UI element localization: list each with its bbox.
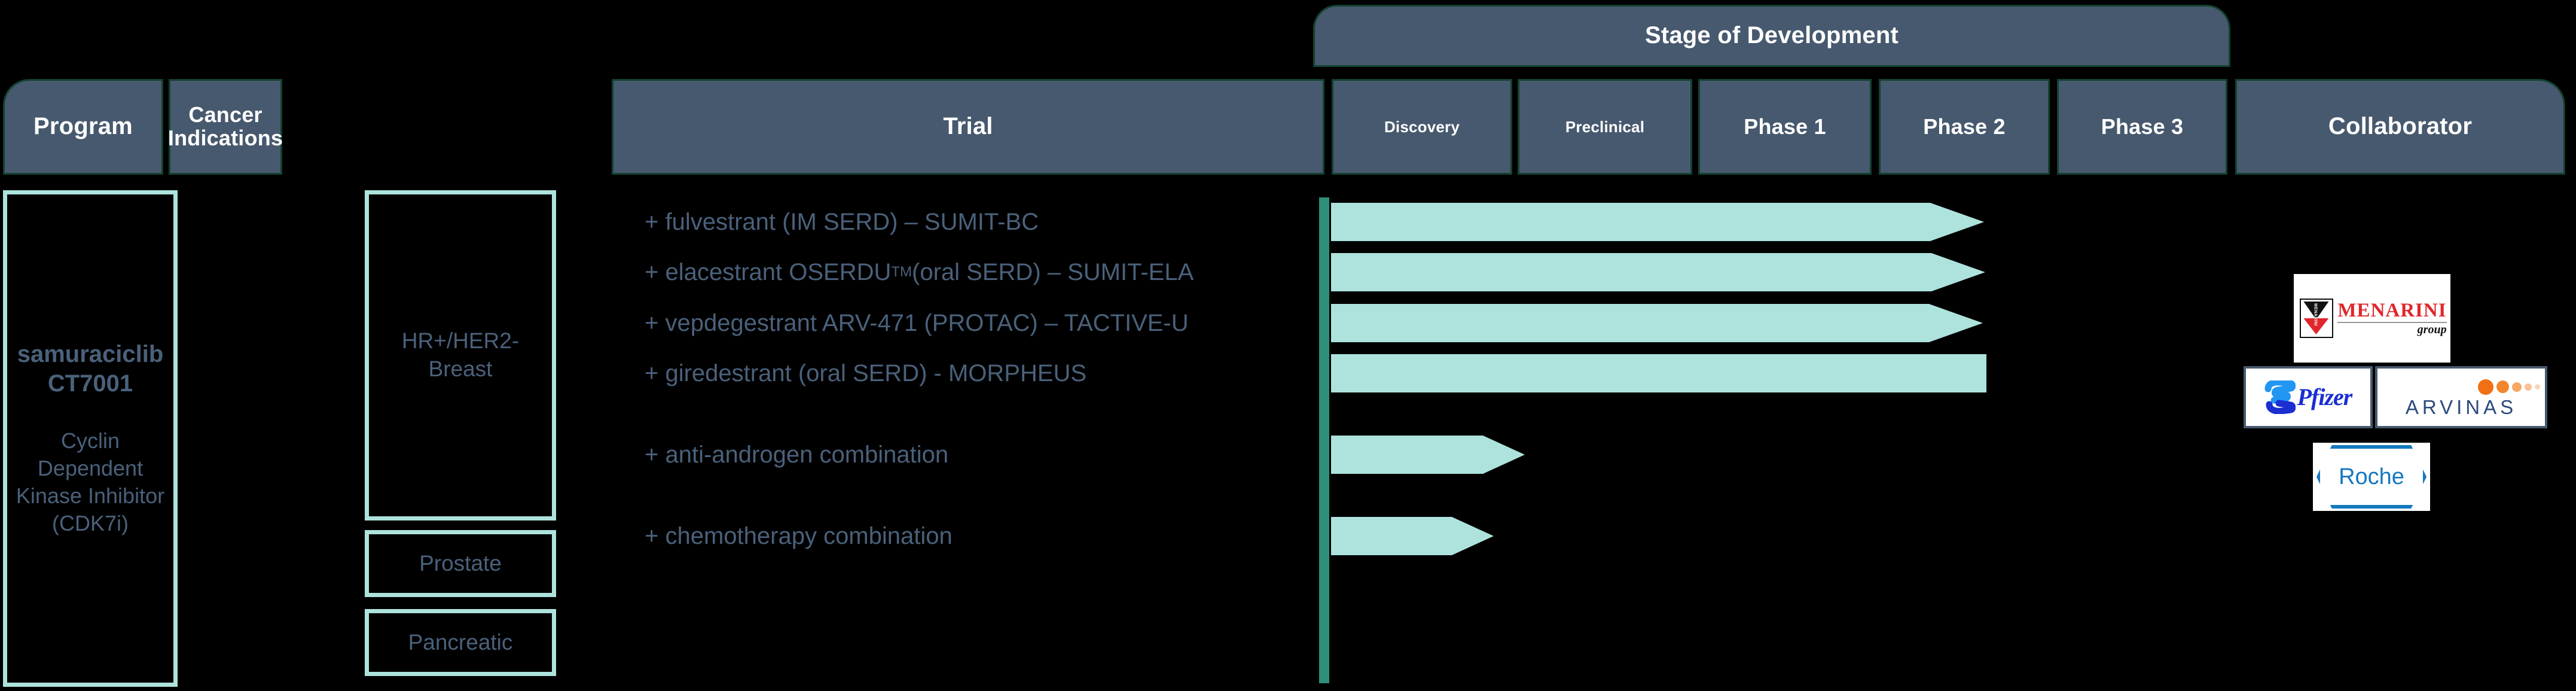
- program-name-line1: samuraciclib: [17, 341, 164, 368]
- header-stage-of-development: Stage of Development: [1313, 5, 2230, 67]
- trial-label-4-text: + giredestrant (oral SERD) - MORPHEUS: [645, 360, 1087, 386]
- trial-label-2-text: + elacestrant OSERDU: [645, 258, 892, 285]
- pfizer-wordmark: Pfizer: [2297, 383, 2353, 410]
- trial-label-3: + vepdegestrant ARV-471 (PROTAC) – TACTI…: [645, 304, 1189, 342]
- progress-bar-1: [1331, 203, 1984, 241]
- program-description-line3: (CDK7i): [51, 510, 129, 535]
- menarini-mark-icon: MENARINI: [2300, 299, 2334, 338]
- logo-arvinas: ARVINAS: [2375, 366, 2547, 428]
- trial-label-2-suffix: (oral SERD) – SUMIT-ELA: [912, 258, 1194, 285]
- indication-prostate-label: Prostate: [419, 551, 502, 576]
- pfizer-mark-icon: [2264, 379, 2296, 415]
- header-phase-2: Phase 2: [1879, 79, 2050, 175]
- trial-label-1-text: + fulvestrant (IM SERD) – SUMIT-BC: [645, 208, 1039, 235]
- program-cell: samuraciclib CT7001 Cyclin Dependent Kin…: [3, 190, 178, 687]
- menarini-mark-text: MENARINI: [2313, 303, 2318, 326]
- trial-label-5-text: + anti-androgen combination: [645, 441, 949, 468]
- menarini-wordmark: MENARINI: [2337, 300, 2447, 321]
- indication-pancreatic-label: Pancreatic: [408, 630, 513, 655]
- trial-label-6-text: + chemotherapy combination: [645, 522, 953, 549]
- trial-label-3-text: + vepdegestrant ARV-471 (PROTAC) – TACTI…: [645, 309, 1189, 336]
- program-description-line2: Kinase Inhibitor: [16, 483, 165, 508]
- trial-label-6: + chemotherapy combination: [645, 517, 953, 555]
- program-description-line1: Cyclin Dependent: [37, 428, 144, 480]
- trial-label-5: + anti-androgen combination: [645, 436, 948, 474]
- indication-cell-pancreatic: Pancreatic: [365, 609, 556, 676]
- indication-breast-line2: Breast: [428, 357, 493, 381]
- progress-bar-3: [1331, 304, 1983, 342]
- logo-pfizer: Pfizer: [2244, 366, 2373, 428]
- header-preclinical: Preclinical: [1518, 79, 1692, 175]
- indication-breast-line1: HR+/HER2-: [401, 328, 520, 354]
- program-name: samuraciclib CT7001: [17, 340, 164, 398]
- arvinas-dots-icon: [2382, 378, 2540, 396]
- indication-cell-prostate: Prostate: [365, 530, 556, 597]
- header-trial: Trial: [612, 79, 1324, 175]
- indication-cell-breast: HR+/HER2- Breast: [365, 190, 556, 520]
- logo-roche: Roche: [2313, 443, 2430, 511]
- logo-menarini: MENARINI MENARINI group: [2294, 274, 2450, 363]
- stage-axis-divider: [1319, 197, 1329, 683]
- trial-label-4: + giredestrant (oral SERD) - MORPHEUS: [645, 354, 1086, 392]
- header-phase-3: Phase 3: [2057, 79, 2227, 175]
- arvinas-wordmark: ARVINAS: [2405, 395, 2517, 418]
- progress-bar-4: [1331, 354, 1986, 392]
- header-program: Program: [3, 79, 163, 175]
- roche-wordmark: Roche: [2339, 464, 2404, 489]
- header-discovery: Discovery: [1332, 79, 1512, 175]
- progress-bar-5: [1331, 436, 1525, 474]
- progress-bar-6: [1331, 517, 1494, 555]
- progress-bar-2: [1331, 253, 1985, 291]
- menarini-sub-wordmark: group: [2417, 323, 2447, 336]
- program-name-line2: CT7001: [47, 370, 133, 397]
- header-phase-1: Phase 1: [1698, 79, 1872, 175]
- header-collaborator: Collaborator: [2235, 79, 2565, 175]
- roche-hexagon-icon: [2316, 445, 2427, 509]
- trial-label-1: + fulvestrant (IM SERD) – SUMIT-BC: [645, 203, 1039, 241]
- program-description: Cyclin Dependent Kinase Inhibitor (CDK7i…: [7, 427, 173, 537]
